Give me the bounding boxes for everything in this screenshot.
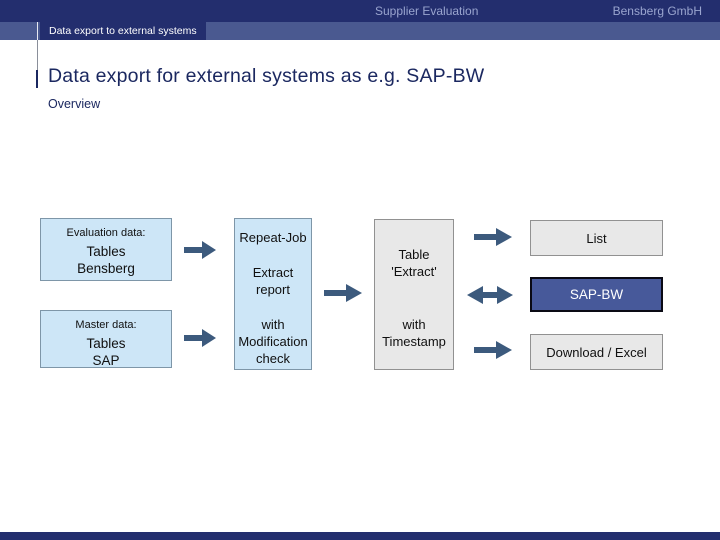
- presentation-title: Supplier Evaluation: [375, 4, 479, 18]
- arrow-evaluation-to-repeatjob: [184, 238, 216, 262]
- double-arrow-icon: [467, 286, 513, 304]
- node-sap-bw: SAP-BW: [530, 277, 663, 312]
- node-repeat-job: Repeat-Job Extract report with Modificat…: [234, 218, 312, 370]
- arrow-extract-to-download: [474, 338, 512, 362]
- node-master-data: Master data: Tables SAP: [40, 310, 172, 368]
- repeat-job-title: Repeat-Job: [239, 230, 307, 245]
- right-arrow-icon: [474, 228, 512, 246]
- arrow-repeatjob-to-extract: [324, 281, 362, 305]
- node-extract-table: Table 'Extract' with Timestamp: [374, 219, 454, 370]
- node-download-excel: Download / Excel: [530, 334, 663, 370]
- evaluation-data-body: Tables Bensberg: [77, 244, 135, 276]
- repeat-job-modification-check: with Modification check: [238, 317, 308, 366]
- master-data-body: Tables SAP: [86, 336, 126, 368]
- right-arrow-icon: [474, 341, 512, 359]
- evaluation-data-heading: Evaluation data:: [66, 227, 146, 239]
- slide-subtitle: Overview: [48, 97, 101, 111]
- arrow-extract-to-list: [474, 225, 512, 249]
- accent-line-gray: [37, 40, 38, 72]
- right-arrow-icon: [184, 241, 216, 259]
- company-name: Bensberg GmbH: [612, 4, 702, 18]
- right-arrow-icon: [184, 329, 216, 347]
- extract-table-timestamp: with Timestamp: [382, 317, 446, 349]
- slide-title: Data export for external systems as e.g.…: [48, 65, 485, 87]
- accent-line-navy: [36, 70, 38, 88]
- master-data-heading: Master data:: [75, 319, 137, 331]
- arrow-extract-sapbw-bidirectional: [467, 283, 513, 307]
- accent-line-light: [37, 22, 38, 40]
- node-list: List: [530, 220, 663, 256]
- section-tab: Data export to external systems: [40, 22, 206, 40]
- extract-table-title: Table 'Extract': [391, 247, 437, 279]
- top-bar: Supplier Evaluation Bensberg GmbH: [0, 0, 720, 22]
- bottom-bar: [0, 532, 720, 540]
- arrow-master-to-repeatjob: [184, 326, 216, 350]
- repeat-job-extract-report: Extract report: [252, 265, 294, 297]
- right-arrow-icon: [324, 284, 362, 302]
- node-evaluation-data: Evaluation data: Tables Bensberg: [40, 218, 172, 281]
